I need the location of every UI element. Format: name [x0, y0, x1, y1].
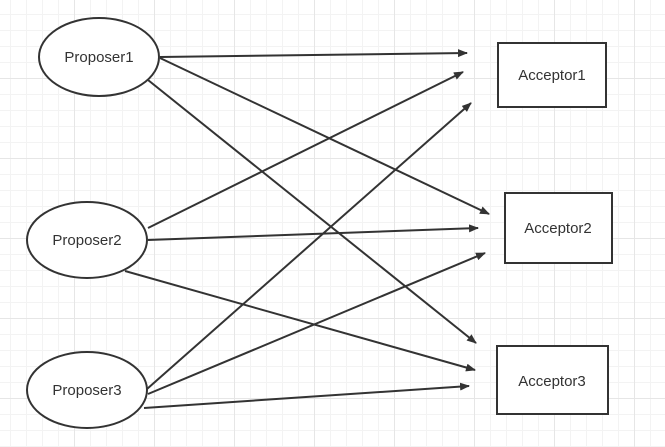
proposer-label: Proposer1	[64, 49, 133, 66]
proposer-shape	[26, 201, 148, 279]
proposer-node-3[interactable]: Proposer3	[26, 351, 148, 429]
acceptor-label: Acceptor3	[518, 373, 586, 390]
proposer-node-2[interactable]: Proposer2	[26, 201, 148, 279]
arrow-p1-to-a2	[159, 57, 490, 215]
proposer-label: Proposer3	[52, 382, 121, 399]
arrow-p2-to-a2	[147, 224, 479, 241]
proposer-label: Proposer2	[52, 232, 121, 249]
acceptor-shape	[496, 345, 609, 415]
acceptor-label: Acceptor1	[518, 67, 586, 84]
arrow-p1-to-a3	[147, 79, 477, 344]
edges	[124, 49, 490, 409]
proposer-shape	[26, 351, 148, 429]
acceptor-node-3[interactable]: Acceptor3	[496, 345, 609, 415]
acceptor-node-1[interactable]: Acceptor1	[497, 42, 607, 108]
acceptor-shape	[497, 42, 607, 108]
arrow-p3-to-a2	[147, 252, 486, 395]
acceptor-shape	[504, 192, 613, 264]
acceptor-label: Acceptor2	[524, 220, 592, 237]
arrow-p3-to-a3	[143, 382, 470, 409]
arrow-p3-to-a1	[146, 102, 472, 390]
arrow-p1-to-a1	[159, 49, 468, 58]
arrow-p2-to-a1	[147, 71, 464, 229]
proposer-shape	[38, 17, 160, 97]
arrow-p2-to-a3	[124, 270, 476, 372]
acceptor-node-2[interactable]: Acceptor2	[504, 192, 613, 264]
proposer-node-1[interactable]: Proposer1	[38, 17, 160, 97]
